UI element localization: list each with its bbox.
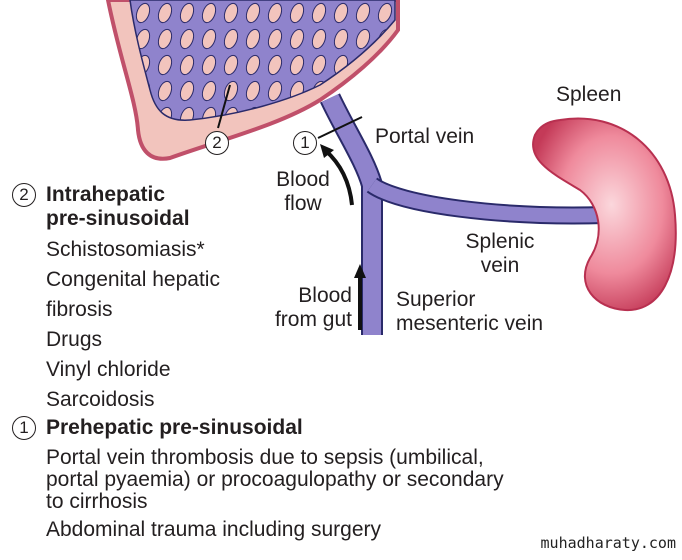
- watermark: muhadharaty.com: [540, 534, 676, 552]
- label-line: Superior: [396, 288, 476, 311]
- title-line: Intrahepatic: [46, 183, 166, 206]
- title-line: pre-sinusoidal: [46, 207, 190, 230]
- sinusoid-network: [129, 0, 396, 121]
- label-line: vein: [480, 254, 520, 277]
- label-line: Blood: [276, 168, 330, 191]
- label-line: mesenteric vein: [396, 312, 544, 335]
- label-line: Splenic: [465, 230, 535, 253]
- prehepatic-list: Portal vein thrombosis due to sepsis (um…: [46, 447, 504, 541]
- prehepatic-title: Prehepatic pre-sinusoidal: [46, 416, 303, 439]
- marker-2: 2: [205, 131, 229, 155]
- list-item: Vinyl chloride: [46, 358, 171, 381]
- list-item: Abdominal trauma including surgery: [46, 518, 382, 541]
- spleen-label: Spleen: [556, 83, 622, 106]
- prehepatic-number: 1: [12, 416, 36, 440]
- spleen: [532, 117, 677, 312]
- list-item: fibrosis: [46, 298, 113, 321]
- label-line: flow: [284, 192, 322, 215]
- blood-flow-arrow: [323, 148, 354, 206]
- list-item: to cirrhosis: [46, 490, 148, 513]
- list-item: Sarcoidosis: [46, 388, 155, 411]
- list-item: Drugs: [46, 328, 103, 351]
- marker-1: 1: [293, 131, 317, 155]
- intrahepatic-list: Schistosomiasis* Congenital hepatic fibr…: [46, 235, 220, 415]
- portal-vein-label: Portal vein: [375, 125, 475, 148]
- intrahepatic-number: 2: [12, 183, 36, 207]
- label-line: Blood: [298, 284, 352, 307]
- label-line: from gut: [274, 308, 352, 331]
- list-item: portal pyaemia) or procoagulopathy or se…: [46, 468, 504, 491]
- list-item: Portal vein thrombosis due to sepsis (um…: [46, 446, 484, 469]
- list-item: Congenital hepatic: [46, 268, 220, 291]
- list-item: Schistosomiasis*: [46, 238, 205, 261]
